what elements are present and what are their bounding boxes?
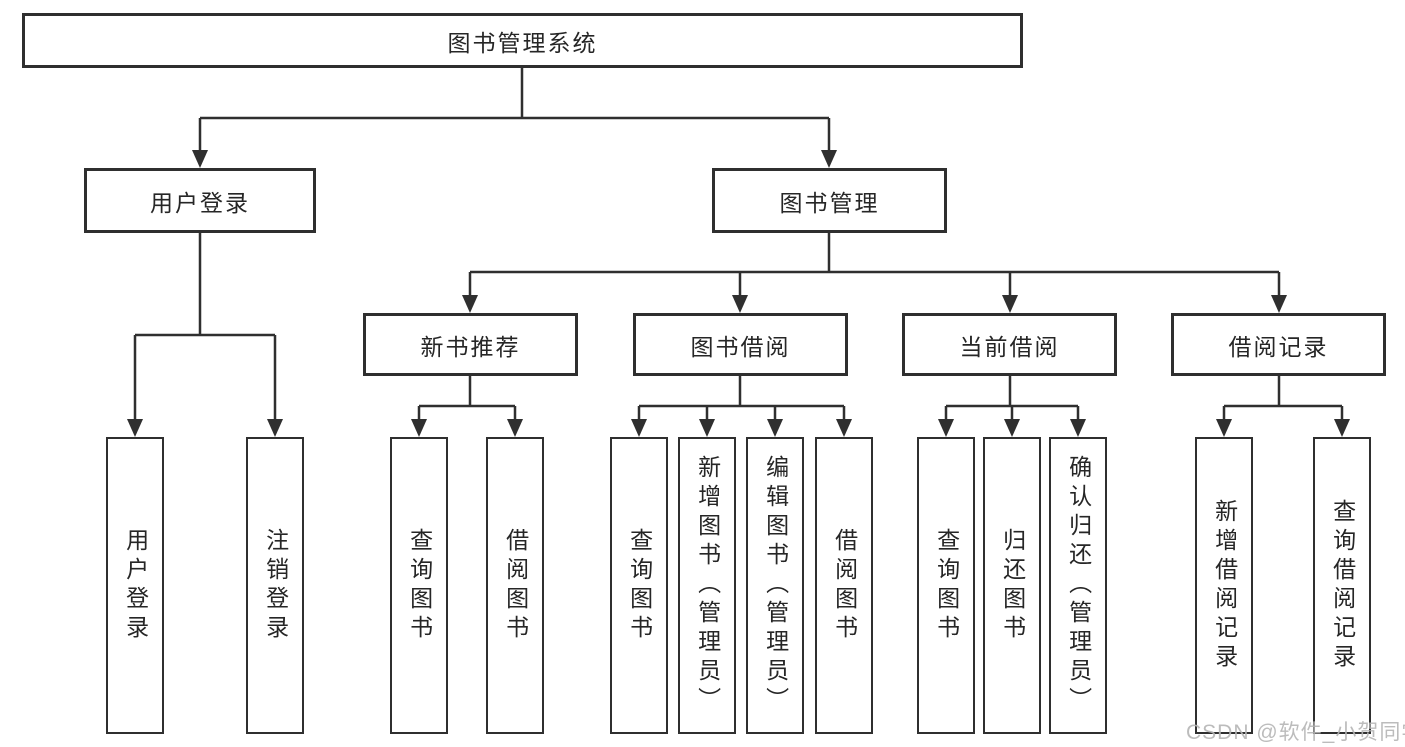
leaf-newbook-borrow-book: 借阅图书 [486,437,544,734]
leaf-user-login: 用户登录 [106,437,164,734]
node-label: 图书管理 [779,189,880,216]
connector-line [1222,376,1344,420]
connector-bookmgmt-to-level3 [462,233,1287,313]
arrowhead [462,295,478,313]
node-label: 用户登录 [150,189,250,216]
arrowhead [938,419,954,437]
connector-userlogin-to-leaves [127,233,283,437]
arrowhead [192,150,208,168]
connector-newbook-to-leaves [411,376,523,437]
leaf-current-confirm-return-admin: 确认归还（管理员） [1049,437,1107,734]
connector-root-to-level2 [192,68,837,168]
leaf-borrow-query-book: 查询图书 [610,437,668,734]
leaf-newbook-query-book: 查询图书 [390,437,448,734]
arrowhead [1070,419,1086,437]
connector-line [944,376,1080,420]
arrowhead [1271,295,1287,313]
node-borrow-records: 借阅记录 [1171,313,1386,376]
node-current-borrow: 当前借阅 [902,313,1117,376]
arrowhead [1002,295,1018,313]
connector-line [133,233,277,420]
leaf-current-return-book: 归还图书 [983,437,1041,734]
connector-line [468,233,1281,296]
connector-records-to-leaves [1216,376,1350,437]
node-book-borrow: 图书借阅 [633,313,848,376]
leaf-label: 查询借阅记录 [1329,498,1356,673]
leaf-label: 归还图书 [999,527,1026,644]
leaf-label: 查询图书 [406,527,433,644]
arrowhead [411,419,427,437]
leaf-label: 新增图书（管理员） [694,455,721,716]
leaf-borrow-borrow-book: 借阅图书 [815,437,873,734]
leaf-label: 借阅图书 [502,527,529,644]
arrowhead [836,419,852,437]
leaf-records-add-record: 新增借阅记录 [1195,437,1253,734]
connector-line [198,68,831,151]
leaf-label: 查询图书 [933,527,960,644]
leaf-label: 编辑图书（管理员） [762,455,789,716]
arrowhead [507,419,523,437]
leaf-borrow-edit-book-admin: 编辑图书（管理员） [746,437,804,734]
leaf-label: 借阅图书 [831,527,858,644]
leaf-label: 确认归还（管理员） [1065,455,1092,716]
leaf-label: 查询图书 [626,527,653,644]
node-label: 借阅记录 [1228,333,1329,360]
arrowhead [1334,419,1350,437]
node-label: 当前借阅 [959,333,1060,360]
arrowhead [631,419,647,437]
connector-line [417,376,517,420]
node-label: 图书管理系统 [447,29,598,56]
arrowhead [127,419,143,437]
node-book-management: 图书管理 [712,168,947,233]
leaf-label: 注销登录 [262,527,289,644]
leaf-logout: 注销登录 [246,437,304,734]
leaf-records-query-record: 查询借阅记录 [1313,437,1371,734]
connector-line [637,376,846,420]
leaf-label: 新增借阅记录 [1211,498,1238,673]
arrowhead [1004,419,1020,437]
arrowhead [1216,419,1232,437]
node-label: 新书推荐 [420,333,521,360]
csdn-watermark: CSDN @软件_小贺同学 [1186,721,1405,744]
arrowhead [699,419,715,437]
arrowhead [821,150,837,168]
connector-current-to-leaves [938,376,1086,437]
connector-borrow-to-leaves [631,376,852,437]
arrowhead [267,419,283,437]
node-new-book-recommend: 新书推荐 [363,313,578,376]
leaf-label: 用户登录 [122,527,149,644]
node-user-login: 用户登录 [84,168,316,233]
arrowhead [767,419,783,437]
node-label: 图书借阅 [690,333,791,360]
arrowhead [732,295,748,313]
node-root-system: 图书管理系统 [22,13,1023,68]
leaf-current-query-book: 查询图书 [917,437,975,734]
leaf-borrow-add-book-admin: 新增图书（管理员） [678,437,736,734]
